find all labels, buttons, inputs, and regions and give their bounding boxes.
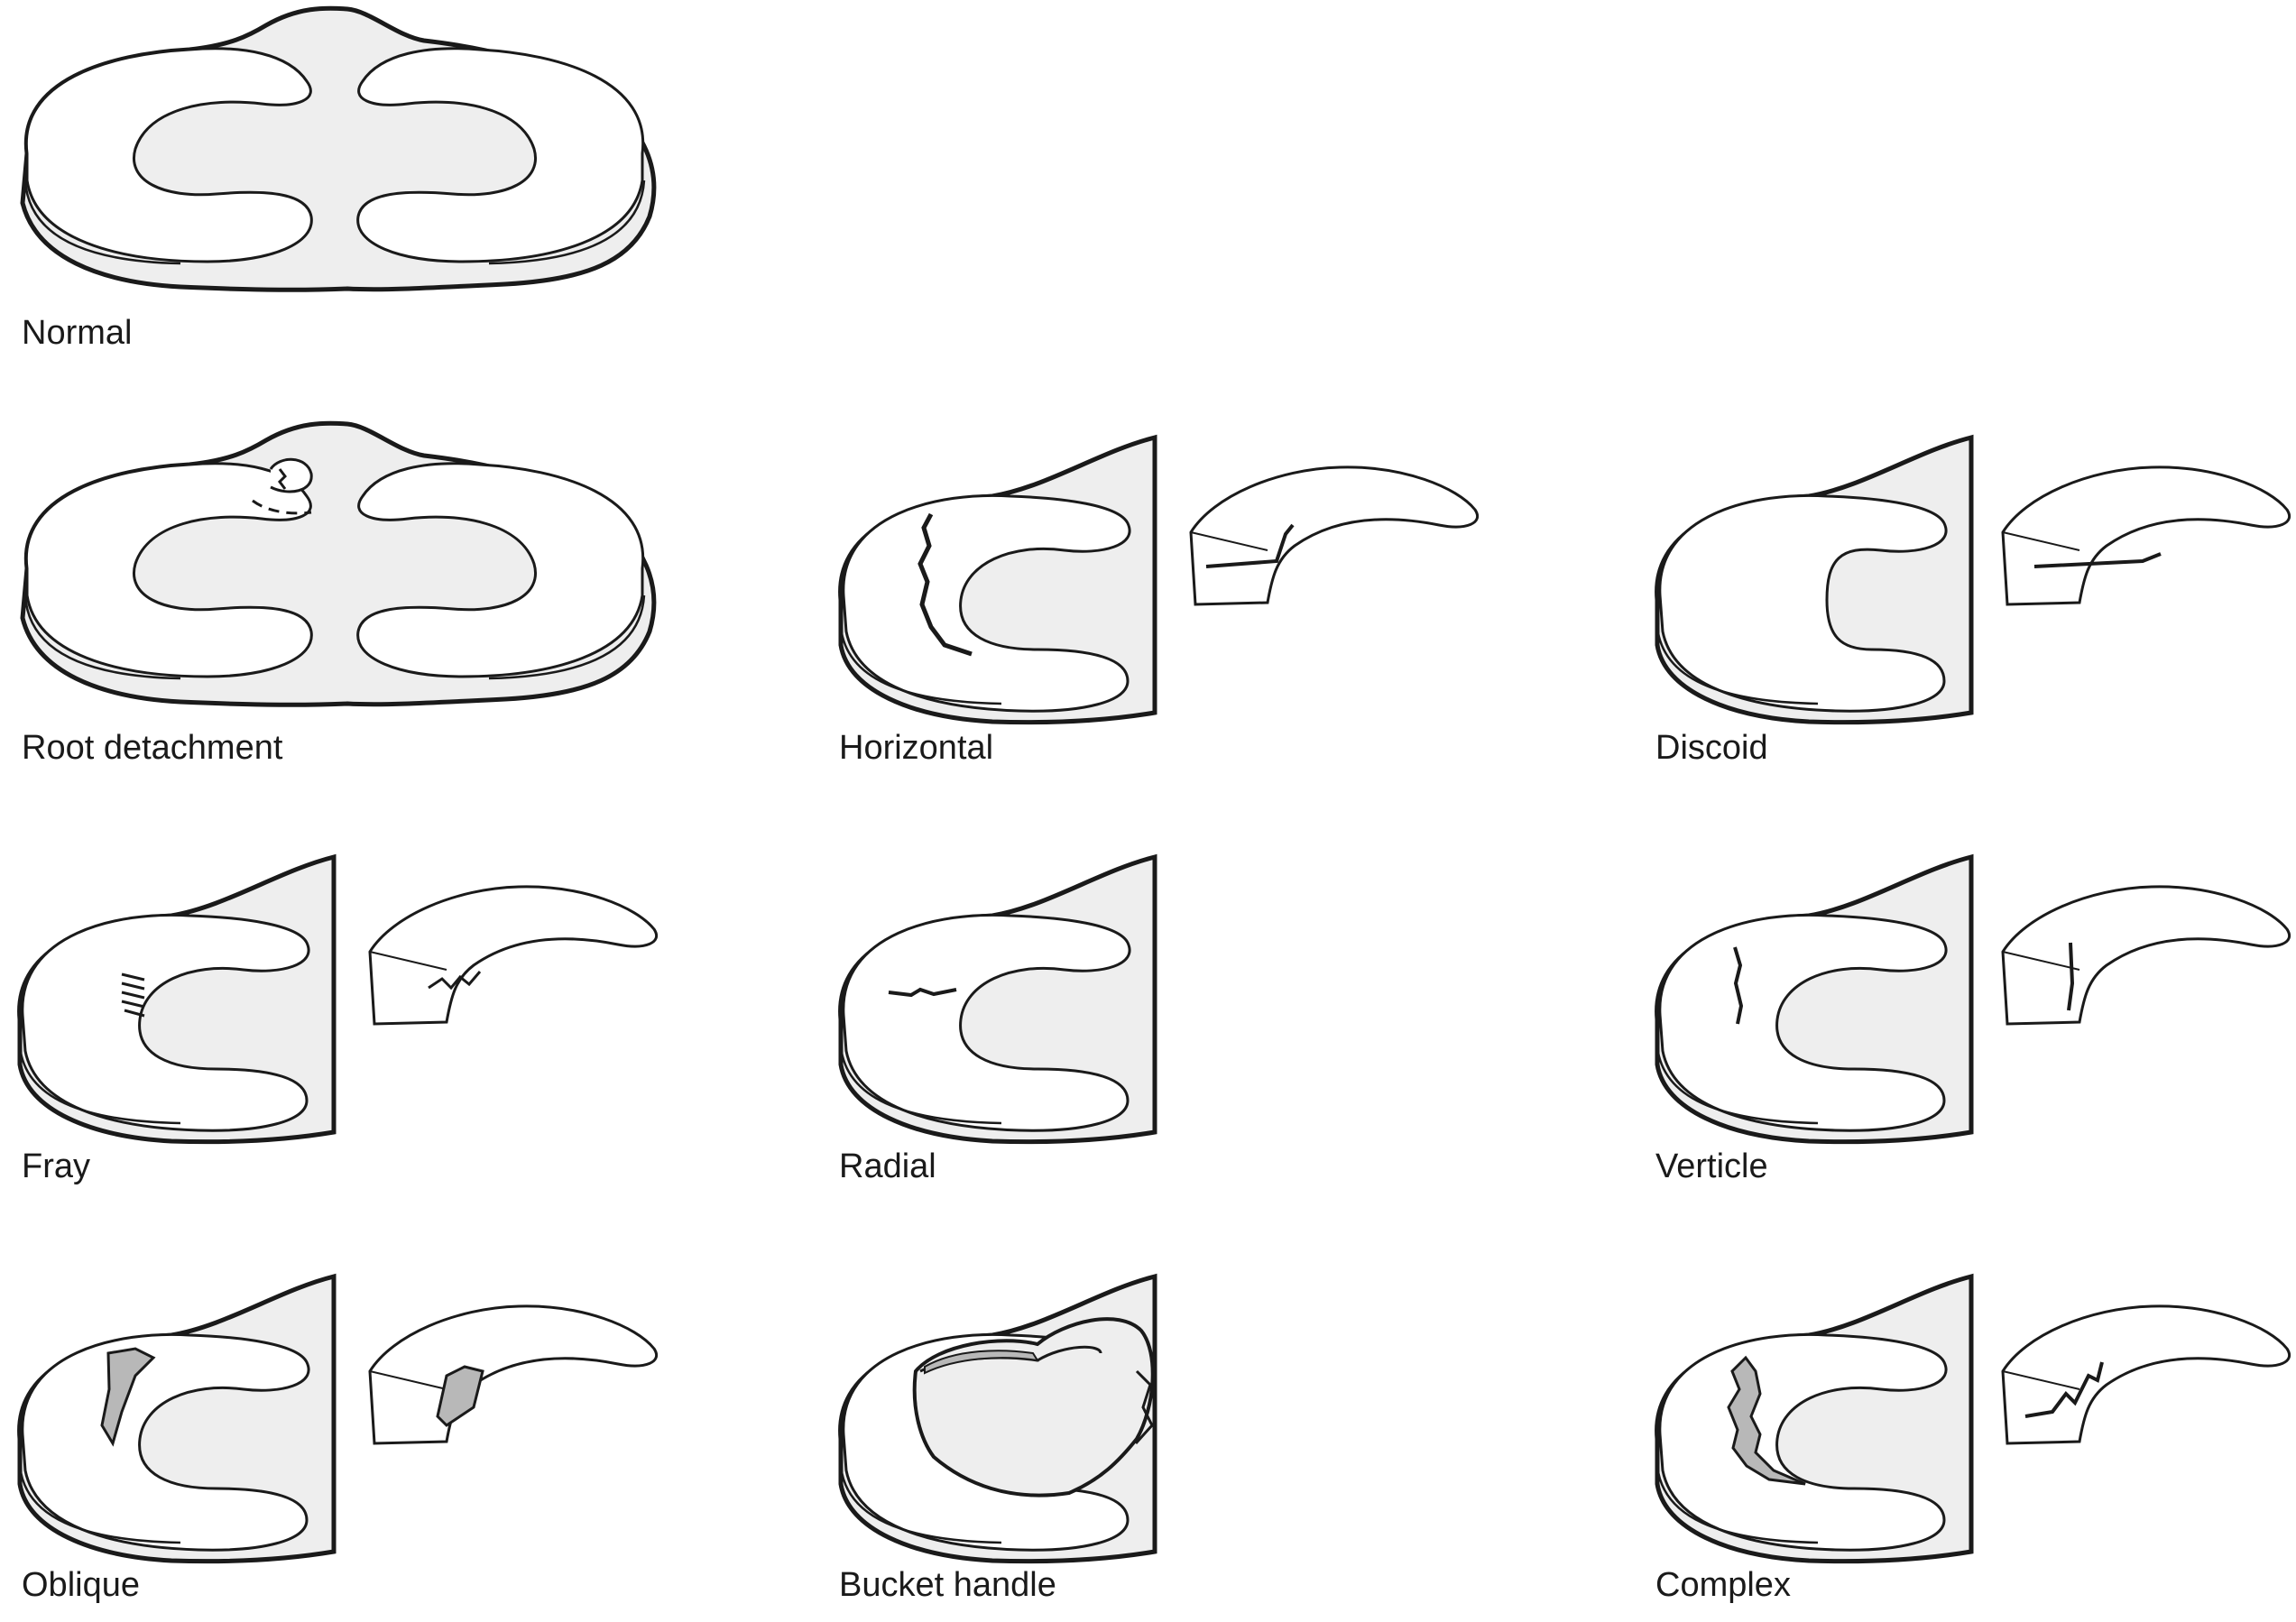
complex-section (2001, 1304, 2291, 1445)
label-normal: Normal (22, 314, 133, 352)
label-radial: Radial (839, 1147, 936, 1185)
label-bucket-handle: Bucket handle (839, 1566, 1056, 1604)
fray-diagram (20, 857, 334, 1142)
label-verticle: Verticle (1655, 1147, 1768, 1185)
label-oblique: Oblique (22, 1566, 140, 1604)
normal-diagram (23, 8, 654, 290)
label-fray: Fray (22, 1147, 90, 1185)
discoid-section (2001, 465, 2291, 606)
bucket-handle-diagram (841, 1276, 1155, 1562)
discoid-diagram (1657, 438, 1971, 723)
oblique-section (368, 1304, 659, 1445)
radial-diagram (841, 857, 1155, 1142)
verticle-diagram (1657, 857, 1971, 1142)
label-complex: Complex (1655, 1566, 1791, 1604)
horizontal-section (1189, 465, 1480, 606)
label-discoid: Discoid (1655, 729, 1768, 767)
label-horizontal: Horizontal (839, 729, 994, 767)
verticle-section (2001, 885, 2291, 1026)
complex-diagram (1657, 1276, 1971, 1562)
fray-section (368, 885, 659, 1026)
label-root-detachment: Root detachment (22, 729, 283, 767)
root-detachment-diagram (23, 423, 654, 705)
horizontal-diagram (841, 438, 1155, 723)
oblique-diagram (20, 1276, 334, 1562)
